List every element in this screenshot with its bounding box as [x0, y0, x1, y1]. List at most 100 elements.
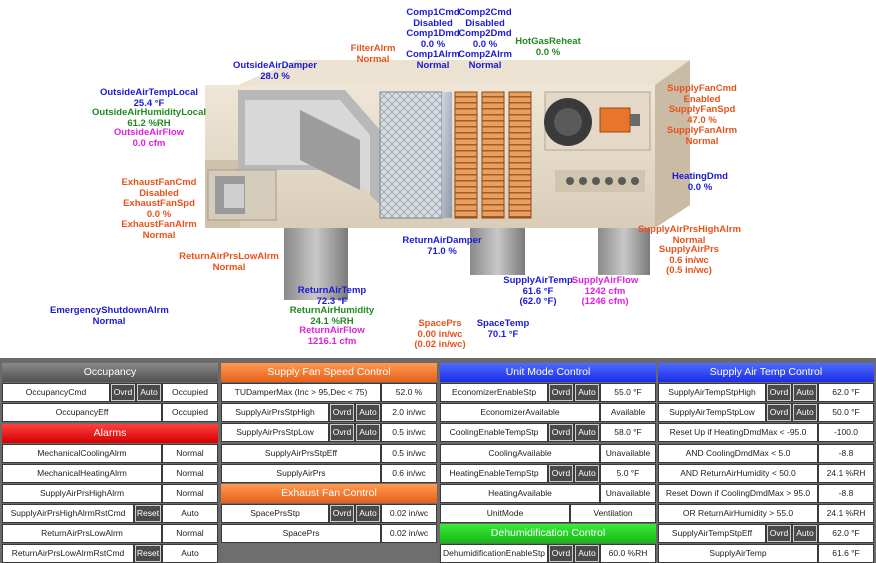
auto-button[interactable]: Auto [575, 465, 599, 482]
ovrd-button[interactable]: Ovrd [111, 384, 135, 401]
row-value: Auto [163, 545, 217, 562]
ovrd-button[interactable]: Ovrd [330, 505, 354, 522]
row-label: SupplyAirTempStpEff [659, 525, 765, 542]
row-label: EconomizerAvailable [441, 404, 599, 421]
row-value: 5.0 °F [601, 465, 655, 482]
row-value: 61.6 °F [819, 545, 873, 562]
row-label: MechanicalCoolingAlrm [3, 445, 161, 462]
unit-mode-row: UnitMode Ventilation [440, 504, 656, 523]
row-value: 0.02 in/wc [382, 525, 436, 542]
ovrd-button[interactable]: Ovrd [767, 525, 791, 542]
ovrd-button[interactable]: Ovrd [549, 424, 573, 441]
row-label: MechanicalHeatingAlrm [3, 465, 161, 482]
supply-prs-high-rst-row: SupplyAirPrsHighAlrmRstCmd Reset Auto [2, 504, 218, 523]
auto-button[interactable]: Auto [575, 545, 599, 562]
row-value: Normal [163, 485, 217, 502]
auto-button[interactable]: Auto [793, 384, 817, 401]
occupancy-eff-row: OccupancyEff Occupied [2, 403, 218, 422]
supply-fan-header: Supply Fan Speed Control [221, 363, 437, 382]
row-value: 58.0 °F [601, 424, 655, 441]
reset-up-heating-row: Reset Up if HeatingDmdMax < -95.0 -100.0 [658, 423, 874, 442]
row-value: 62.0 °F [819, 525, 873, 542]
economizer-enable-stp-row: EconomizerEnableStp Ovrd Auto 55.0 °F [440, 383, 656, 402]
row-value: 0.6 in/wc [382, 465, 436, 482]
auto-button[interactable]: Auto [793, 525, 817, 542]
supply-prs-stp-eff-row: SupplyAirPrsStpEff 0.5 in/wc [221, 444, 437, 463]
row-label: SupplyAirPrsStpEff [222, 445, 380, 462]
row-label: ReturnAirPrsLowAlrm [3, 525, 161, 542]
dehumid-enable-stp-row: DehumidificationEnableStp Ovrd Auto 60.0… [440, 544, 656, 563]
row-label: SupplyAirPrsHighAlrm [3, 485, 161, 502]
ovrd-button[interactable]: Ovrd [330, 424, 354, 441]
row-label: UnitMode [441, 505, 569, 522]
cooling-enable-temp-stp-row: CoolingEnableTempStp Ovrd Auto 58.0 °F [440, 423, 656, 442]
reset-button[interactable]: Reset [135, 505, 161, 522]
auto-button[interactable]: Auto [356, 404, 380, 421]
dehumidification-header: Dehumidification Control [440, 524, 656, 543]
row-value: 0.02 in/wc [382, 505, 436, 522]
row-label: CoolingAvailable [441, 445, 599, 462]
ahu-unit-graphic [205, 60, 690, 300]
leg-right [598, 228, 650, 275]
ovrd-button[interactable]: Ovrd [549, 384, 573, 401]
and-humidity-row: AND ReturnAirHumidity < 50.0 24.1 %RH [658, 464, 874, 483]
space-prs-stp-row: SpacePrsStp Ovrd Auto 0.02 in/wc [221, 504, 437, 523]
sat-stp-high-row: SupplyAirTempStpHigh Ovrd Auto 62.0 °F [658, 383, 874, 402]
row-label: SupplyAirTempStpHigh [659, 384, 765, 401]
row-value: 2.0 in/wc [382, 404, 436, 421]
row-value: 0.5 in/wc [382, 445, 436, 462]
or-humidity-row: OR ReturnAirHumidity > 55.0 24.1 %RH [658, 504, 874, 523]
row-label: CoolingEnableTempStp [441, 424, 547, 441]
row-label: SupplyAirPrsStpLow [222, 424, 328, 441]
row-value: 0.5 in/wc [382, 424, 436, 441]
auto-button[interactable]: Auto [356, 424, 380, 441]
row-value: Occupied [163, 404, 217, 421]
auto-button[interactable]: Auto [356, 505, 380, 522]
auto-button[interactable]: Auto [137, 384, 161, 401]
auto-button[interactable]: Auto [575, 424, 599, 441]
row-label: ReturnAirPrsLowAlrmRstCmd [3, 545, 133, 562]
row-value: Ventilation [571, 505, 655, 522]
row-value: 60.0 %RH [601, 545, 655, 562]
ovrd-button[interactable]: Ovrd [330, 404, 354, 421]
leg-left [284, 228, 348, 300]
row-label: AND CoolingDmdMax < 5.0 [659, 445, 817, 462]
reset-button[interactable]: Reset [135, 545, 161, 562]
sat-stp-low-row: SupplyAirTempStpLow Ovrd Auto 50.0 °F [658, 403, 874, 422]
row-label: SupplyAirTempStpLow [659, 404, 765, 421]
alarms-header: Alarms [2, 424, 218, 443]
auto-button[interactable]: Auto [793, 404, 817, 421]
row-value: 62.0 °F [819, 384, 873, 401]
heating-available-row: HeatingAvailable Unavailable [440, 484, 656, 503]
sat-stp-eff-row: SupplyAirTempStpEff Ovrd Auto 62.0 °F [658, 524, 874, 543]
ovrd-button[interactable]: Ovrd [767, 384, 791, 401]
supply-prs-stp-high-row: SupplyAirPrsStpHigh Ovrd Auto 2.0 in/wc [221, 403, 437, 422]
supply-prs-high-alarm-row: SupplyAirPrsHighAlrm Normal [2, 484, 218, 503]
ovrd-button[interactable]: Ovrd [767, 404, 791, 421]
auto-button[interactable]: Auto [575, 384, 599, 401]
row-value: -100.0 [819, 424, 873, 441]
mech-heating-alarm-row: MechanicalHeatingAlrm Normal [2, 464, 218, 483]
reheat-coil [508, 91, 532, 219]
ovrd-button[interactable]: Ovrd [549, 545, 573, 562]
and-cooling-row: AND CoolingDmdMax < 5.0 -8.8 [658, 444, 874, 463]
ovrd-button[interactable]: Ovrd [549, 465, 573, 482]
row-label: SupplyAirTemp [659, 545, 817, 562]
sat-row: SupplyAirTemp 61.6 °F [658, 544, 874, 563]
unit-mode-header: Unit Mode Control [440, 363, 656, 382]
